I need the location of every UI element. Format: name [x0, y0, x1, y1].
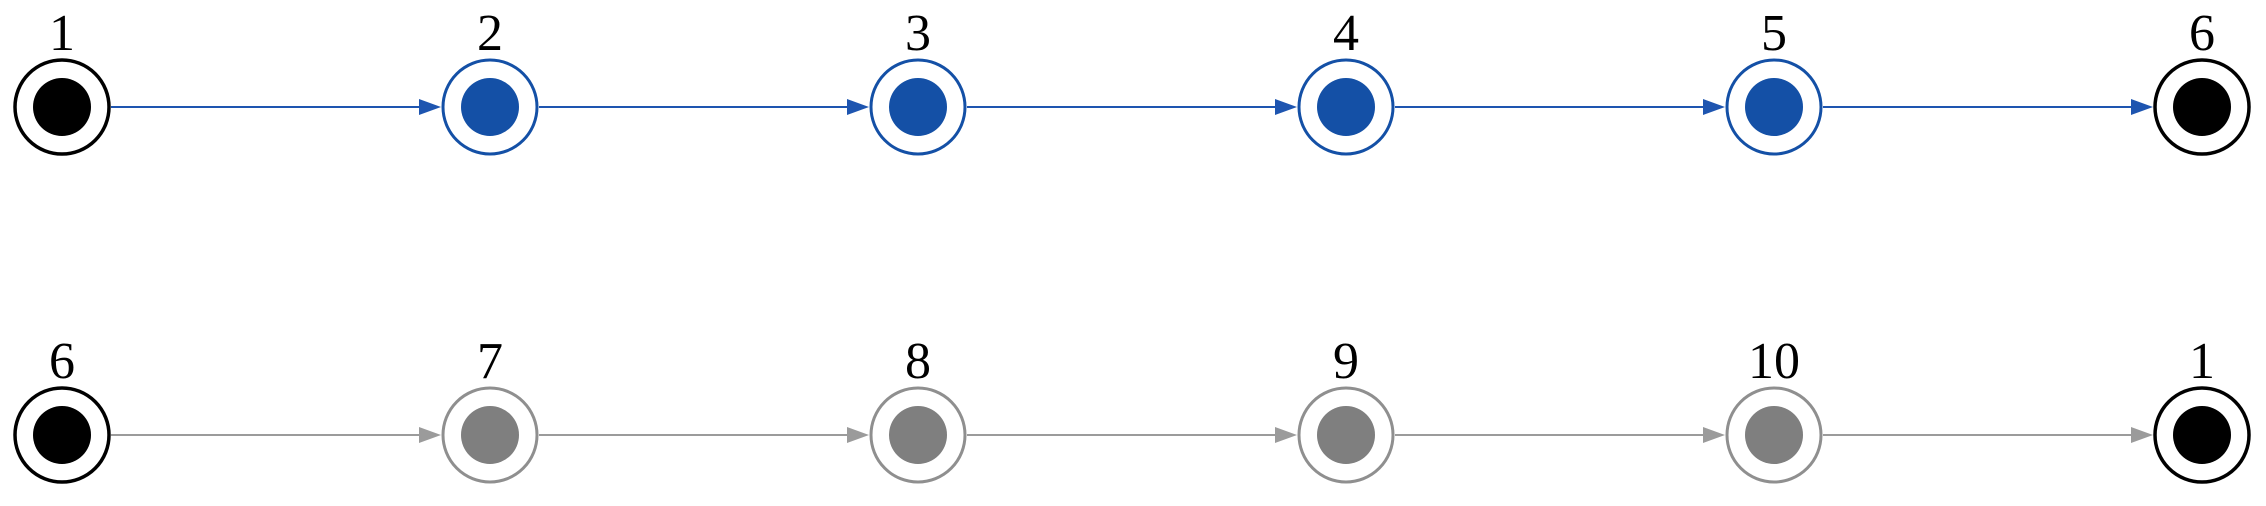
node-label: 3 — [905, 5, 931, 62]
node-inner-circle — [1745, 406, 1803, 464]
edge-arrowhead — [1703, 99, 1725, 115]
node-forward-path-6: 6 — [2153, 5, 2251, 156]
path-row-return-path: 6 7 8 9 10 1 — [13, 333, 2251, 484]
node-label: 6 — [49, 333, 75, 390]
edge-arrowhead — [419, 427, 441, 443]
node-inner-circle — [461, 406, 519, 464]
edge-arrowhead — [847, 99, 869, 115]
edge-arrowhead — [847, 427, 869, 443]
node-inner-circle — [1317, 78, 1375, 136]
edge-arrowhead — [2131, 427, 2153, 443]
node-inner-circle — [1745, 78, 1803, 136]
node-label: 2 — [477, 5, 503, 62]
edge-arrowhead — [2131, 99, 2153, 115]
node-return-path-10: 10 — [1725, 333, 1823, 484]
node-inner-circle — [33, 78, 91, 136]
node-forward-path-3: 3 — [869, 5, 967, 156]
edge-arrowhead — [1275, 427, 1297, 443]
node-inner-circle — [2173, 78, 2231, 136]
node-inner-circle — [889, 78, 947, 136]
node-label: 9 — [1333, 333, 1359, 390]
edge-arrowhead — [419, 99, 441, 115]
node-label: 8 — [905, 333, 931, 390]
node-label: 7 — [477, 333, 503, 390]
node-return-path-8: 8 — [869, 333, 967, 484]
node-inner-circle — [889, 406, 947, 464]
node-forward-path-5: 5 — [1725, 5, 1823, 156]
node-return-path-7: 7 — [441, 333, 539, 484]
edge-arrowhead — [1703, 427, 1725, 443]
node-return-path-9: 9 — [1297, 333, 1395, 484]
edge-arrowhead — [1275, 99, 1297, 115]
node-inner-circle — [33, 406, 91, 464]
node-return-path-1: 1 — [2153, 333, 2251, 484]
node-label: 6 — [2189, 5, 2215, 62]
node-label: 1 — [2189, 333, 2215, 390]
path-row-forward-path: 1 2 3 4 5 6 — [13, 5, 2251, 156]
node-forward-path-4: 4 — [1297, 5, 1395, 156]
node-label: 5 — [1761, 5, 1787, 62]
node-inner-circle — [1317, 406, 1375, 464]
node-return-path-6: 6 — [13, 333, 111, 484]
node-label: 4 — [1333, 5, 1359, 62]
node-label: 1 — [49, 5, 75, 62]
node-inner-circle — [461, 78, 519, 136]
node-inner-circle — [2173, 406, 2231, 464]
node-forward-path-2: 2 — [441, 5, 539, 156]
node-label: 10 — [1748, 333, 1800, 390]
node-forward-path-1: 1 — [13, 5, 111, 156]
